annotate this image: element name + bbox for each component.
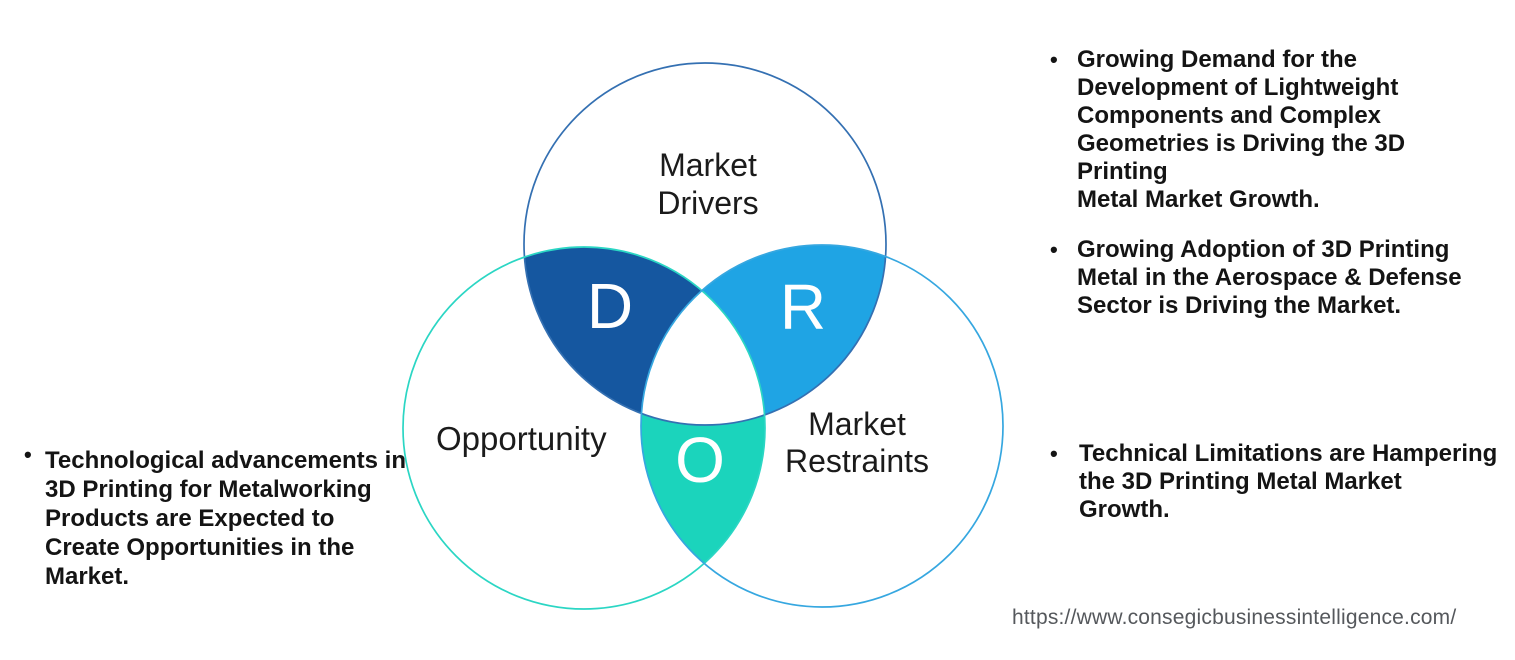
restraint-note-text: Technical Limitations are Hampering the … — [1079, 440, 1498, 523]
drivers-lens-letter: D — [586, 270, 634, 342]
bullet-icon: • — [1050, 441, 1058, 466]
opportunity-note-text: Technological advancements in 3D Printin… — [45, 447, 406, 590]
bullet-icon: • — [1050, 237, 1058, 262]
source-url: https://www.consegicbusinessintelligence… — [1012, 606, 1457, 629]
driver-note-1: • Growing Demand for the Development of … — [1050, 46, 1498, 214]
opportunity-circle-label: Opportunity — [436, 420, 607, 457]
driver-note-2: • Growing Adoption of 3D Printing Metal … — [1050, 236, 1498, 320]
driver-note-2-text: Growing Adoption of 3D Printing Metal in… — [1077, 236, 1462, 319]
bullet-icon: • — [1050, 47, 1058, 72]
driver-note-1-text: Growing Demand for the Development of Li… — [1077, 46, 1406, 213]
bullet-icon: • — [24, 442, 32, 467]
restraints-circle-label: Market Restraints — [784, 406, 930, 479]
triple-intersection — [641, 247, 765, 425]
opportunity-note: • Technological advancements in 3D Print… — [24, 442, 420, 591]
restraints-circle-outline — [640, 244, 1004, 608]
opportunity-lens-letter: O — [675, 424, 725, 496]
restraint-note: • Technical Limitations are Hampering th… — [1050, 440, 1498, 524]
drivers-circle-outline — [523, 62, 887, 426]
restraints-lens-letter: R — [779, 271, 827, 343]
drivers-circle-label: Market Drivers — [657, 147, 759, 221]
opportunity-circle-outline — [402, 246, 766, 610]
